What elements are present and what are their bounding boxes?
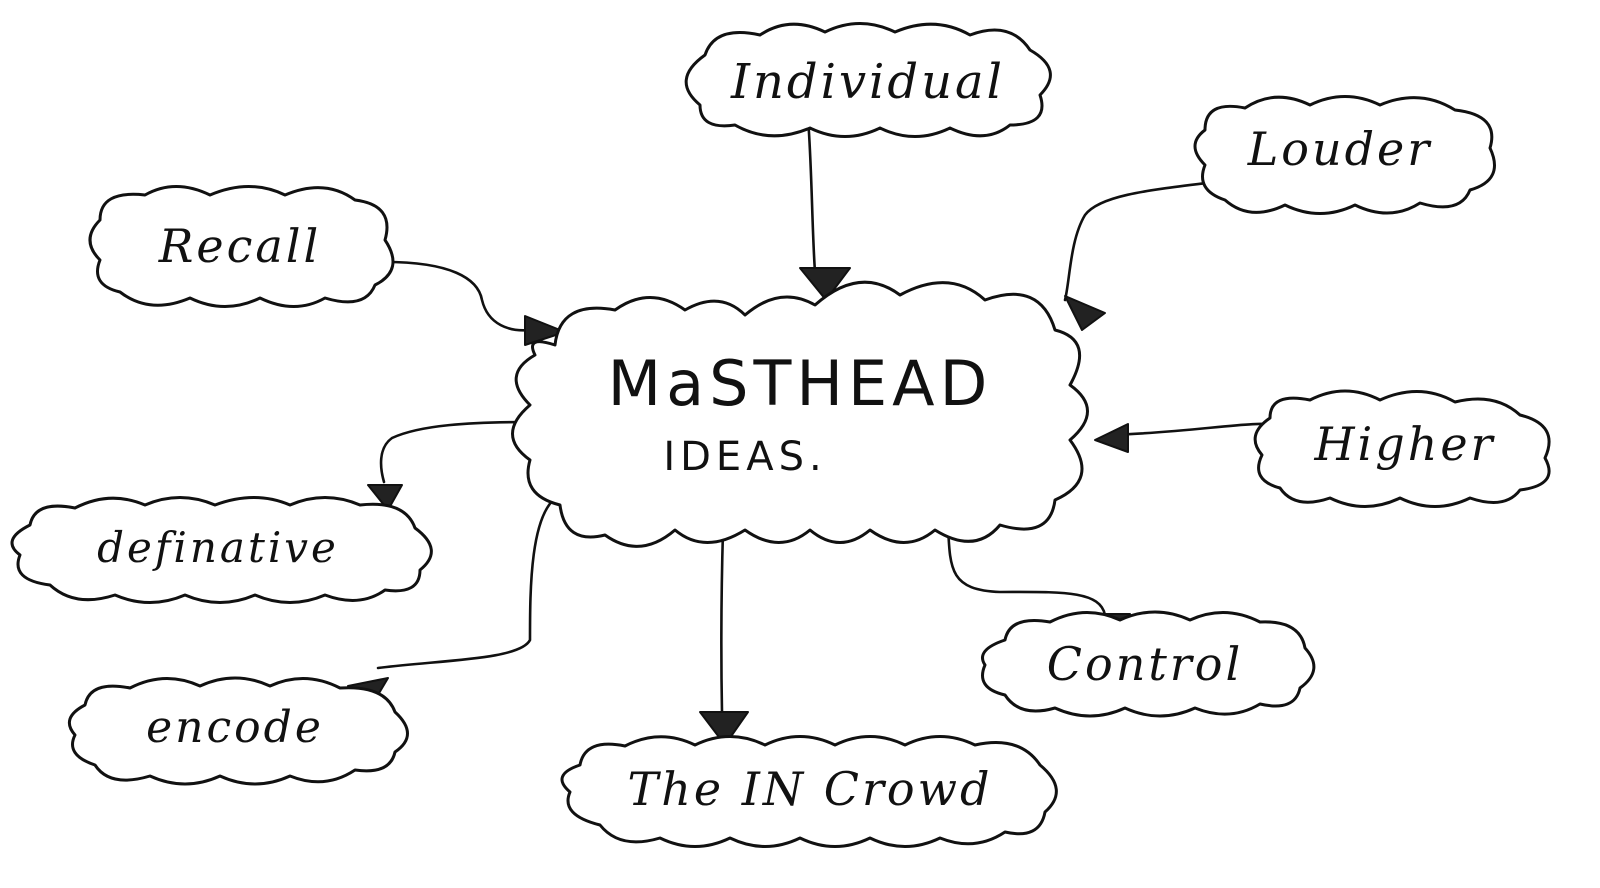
clouds: MaSTHEAD IDEAS. Individual Louder Recall…: [10, 22, 1551, 848]
louder-label: Louder: [1247, 122, 1433, 176]
node-recall-cloud: Recall: [88, 185, 395, 308]
node-higher-cloud: Higher: [1253, 389, 1551, 508]
recall-cloud-shape: [88, 185, 395, 308]
connector-center-to-the-in-crowd: [720, 528, 725, 714]
the-in-crowd-label: The IN Crowd: [628, 762, 993, 816]
connector-center-to-control: [946, 523, 1107, 617]
definative-label: definative: [97, 523, 339, 572]
arrowhead-individual: [799, 267, 851, 301]
encode-label: encode: [146, 702, 324, 753]
recall-label: Recall: [158, 219, 321, 273]
arrowhead-louder: [1064, 295, 1106, 331]
definative-cloud-shape: [10, 496, 433, 604]
node-definative-cloud: definative: [10, 496, 433, 604]
control-cloud-shape: [981, 610, 1316, 718]
louder-cloud-shape: [1193, 95, 1496, 215]
arrowhead-the-in-crowd: [699, 711, 749, 746]
individual-label: Individual: [730, 54, 1005, 110]
the-in-crowd-cloud-shape: [560, 735, 1058, 848]
node-louder-cloud: Louder: [1193, 95, 1496, 215]
center-cloud-shape: [511, 280, 1089, 548]
connector-recall-to-center: [383, 260, 532, 332]
higher-cloud-shape: [1253, 389, 1551, 508]
node-center-cloud: MaSTHEAD IDEAS.: [511, 280, 1089, 548]
node-encode-cloud: encode: [67, 676, 409, 786]
node-individual-cloud: Individual: [684, 22, 1052, 138]
node-control-cloud: Control: [981, 610, 1316, 718]
arrowhead-higher: [1094, 423, 1129, 453]
connector-louder-to-center: [1063, 180, 1217, 302]
center-subtitle: IDEAS.: [663, 434, 826, 480]
connector-center-to-definative: [379, 420, 532, 484]
individual-cloud-shape: [684, 22, 1052, 138]
connector-individual-to-center: [806, 116, 817, 274]
arrowhead-recall: [524, 315, 566, 346]
connector-center-to-encode: [376, 493, 562, 670]
control-label: Control: [1047, 637, 1243, 691]
arrowhead-definative: [367, 484, 403, 511]
encode-cloud-shape: [67, 676, 409, 786]
node-the-in-crowd-cloud: The IN Crowd: [560, 735, 1058, 848]
higher-label: Higher: [1313, 417, 1495, 471]
center-title: MaSTHEAD: [608, 347, 993, 420]
